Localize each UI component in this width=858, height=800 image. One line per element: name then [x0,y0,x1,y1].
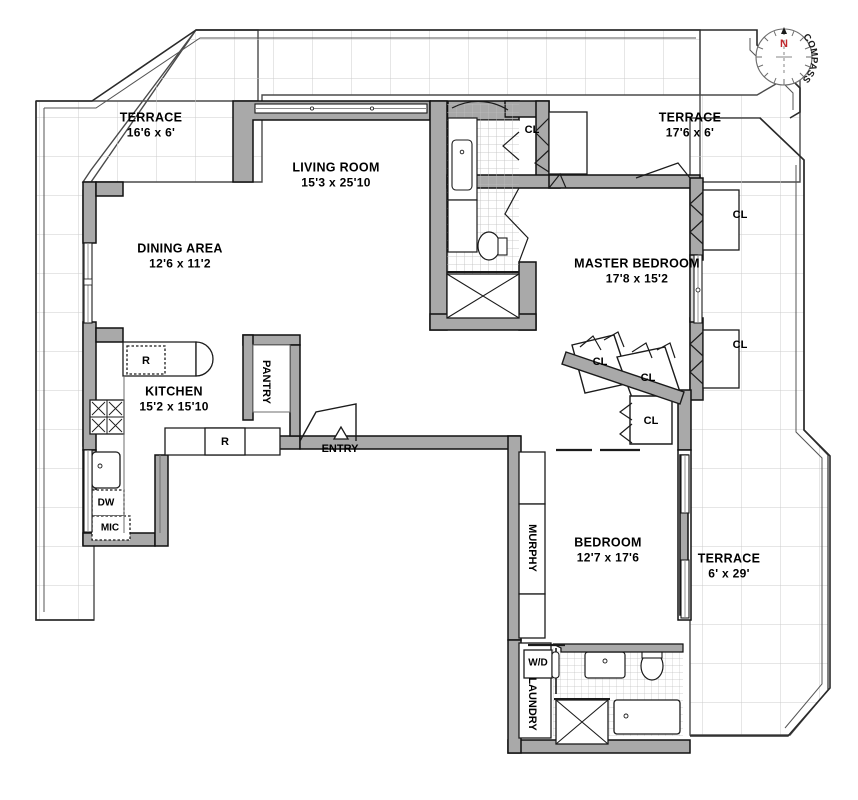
structural-walls [82,100,704,754]
room-dimensions: 17'8 x 15'2 [605,271,669,286]
entry-label: ENTRY [321,443,359,455]
room-name: DINING AREA [137,241,223,256]
dishwasher-label: DW [97,497,115,509]
room-dimensions: 17'6 x 6' [665,125,715,140]
room-dimensions: 15'2 x 15'10 [139,399,209,414]
room-label-kitchen: KITCHEN 15'2 x 15'10 [139,385,208,414]
murphy-bed-label: MURPHY [526,524,538,572]
room-name: TERRACE [658,110,722,125]
room-name: BEDROOM [574,535,642,550]
closet-label-living: CL [524,124,540,136]
terrace-inner-edge [43,37,823,729]
closet-label-master-north: CL [732,209,748,221]
angled-closet-door-swings [579,331,676,444]
microwave-label: MIC [100,522,120,534]
room-label-master-bedroom: MASTER BEDROOM 17'8 x 15'2 [574,257,700,286]
room-dimensions: 12'7 x 17'6 [576,550,640,565]
room-label-living-room: LIVING ROOM 15'3 x 25'10 [292,161,379,190]
closet-label-angled-1: CL [592,356,608,368]
compass-rose: COMPASS [755,27,820,86]
room-label-terrace-nw: TERRACE 16'6 x 6' [120,111,183,140]
room-dimensions: 6' x 29' [708,566,750,581]
windows-and-sliders [83,103,703,619]
room-dimensions: 15'3 x 25'10 [301,175,371,190]
laundry-label: LAUNDRY [526,677,538,731]
room-dimensions: 16'6 x 6' [126,125,176,140]
room-name: TERRACE [697,551,761,566]
interior-partitions [89,111,740,739]
terrace-outlines [35,29,831,737]
room-label-bedroom: BEDROOM 12'7 x 17'6 [574,536,641,565]
refrigerator-label-dining: R [142,355,150,367]
doors [299,403,640,694]
master-bathroom [446,100,529,319]
washer-dryer-label: W/D [528,657,548,669]
room-name: MASTER BEDROOM [574,256,700,271]
closet-label-master-south: CL [732,339,748,351]
room-label-terrace-east: TERRACE 6' x 29' [698,552,761,581]
closet-label-angled-2: CL [640,372,656,384]
room-name: LIVING ROOM [292,160,380,175]
closet-label-angled-3: CL [643,415,659,427]
pantry-label: PANTRY [260,360,272,404]
room-label-terrace-ne: TERRACE 17'6 x 6' [659,111,722,140]
angled-closets [561,334,685,445]
compass-north-label: N [780,38,788,50]
closet-door-swings [534,117,704,385]
refrigerator-label-kitchen: R [221,436,229,448]
room-name: KITCHEN [145,384,203,399]
room-dimensions: 12'6 x 11'2 [149,256,211,271]
room-name: TERRACE [119,110,183,125]
room-label-dining-area: DINING AREA 12'6 x 11'2 [137,242,222,271]
entry-triangle-icon [332,425,350,440]
second-bathroom [552,643,684,745]
